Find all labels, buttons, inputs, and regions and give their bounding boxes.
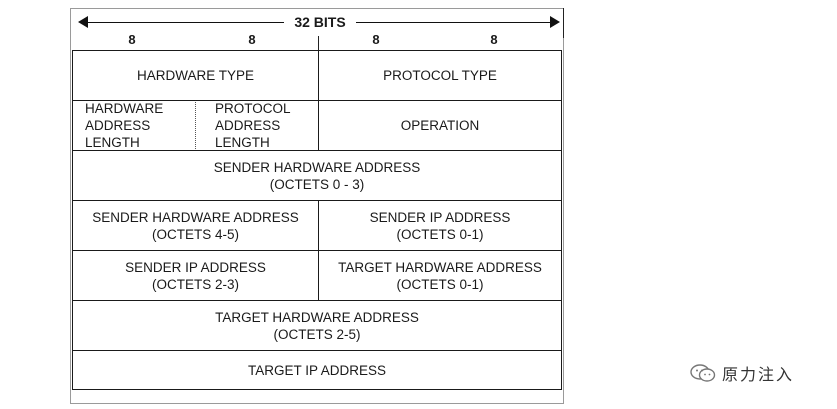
operation-field: OPERATION xyxy=(318,100,562,151)
octet-label: 8 xyxy=(128,32,136,47)
end-tick xyxy=(563,8,564,38)
sender-hardware-address-0-3-field: SENDER HARDWARE ADDRESS (OCTETS 0 - 3) xyxy=(72,150,562,201)
left-arrow-icon xyxy=(78,16,88,28)
protocol-address-length-field: PROTOCOL ADDRESS LENGTH xyxy=(195,100,319,151)
octet-labels: 8 8 8 8 xyxy=(72,32,562,48)
hardware-address-length-field: HARDWARE ADDRESS LENGTH xyxy=(72,100,196,151)
sender-ip-address-0-1-field: SENDER IP ADDRESS (OCTETS 0-1) xyxy=(318,200,562,251)
hardware-type-field: HARDWARE TYPE xyxy=(72,50,319,101)
target-hardware-address-0-1-field: TARGET HARDWARE ADDRESS (OCTETS 0-1) xyxy=(318,250,562,301)
protocol-type-field: PROTOCOL TYPE xyxy=(318,50,562,101)
right-arrow-line xyxy=(356,22,552,23)
watermark: 原力注入 xyxy=(690,362,794,384)
bit-width-label: 32 BITS xyxy=(294,14,346,30)
bit-width-header: 32 BITS xyxy=(78,8,564,38)
target-ip-address-field: TARGET IP ADDRESS xyxy=(72,350,562,390)
target-hardware-address-2-5-field: TARGET HARDWARE ADDRESS (OCTETS 2-5) xyxy=(72,300,562,351)
octet-label: 8 xyxy=(248,32,256,47)
octet-label: 8 xyxy=(490,32,498,47)
octet-label: 8 xyxy=(372,32,380,47)
arp-packet-table: HARDWARE TYPE PROTOCOL TYPE HARDWARE ADD… xyxy=(72,50,562,402)
sender-ip-address-2-3-field: SENDER IP ADDRESS (OCTETS 2-3) xyxy=(72,250,319,301)
right-arrow-icon xyxy=(550,16,560,28)
mid-tick xyxy=(318,36,319,50)
left-arrow-line xyxy=(86,22,284,23)
wechat-icon xyxy=(690,364,716,382)
diagram-frame xyxy=(70,8,564,404)
sender-hardware-address-4-5-field: SENDER HARDWARE ADDRESS (OCTETS 4-5) xyxy=(72,200,319,251)
watermark-text: 原力注入 xyxy=(722,365,795,384)
